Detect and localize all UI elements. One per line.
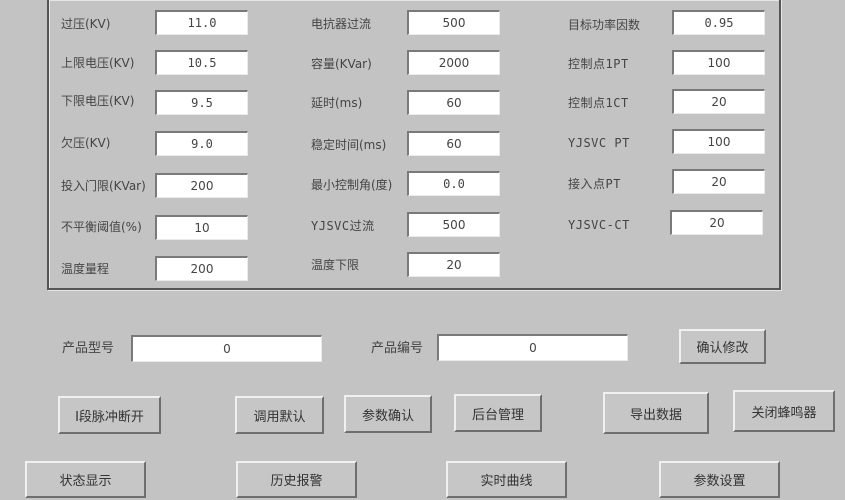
label-min-control-angle: 最小控制角(度) [311, 178, 393, 192]
input-upper-voltage[interactable]: 10.5 [155, 50, 248, 75]
nav-realtime-curve[interactable]: 实时曲线 [446, 461, 567, 498]
input-unbalance-threshold[interactable]: 10 [155, 215, 248, 240]
backend-manage-button[interactable]: 后台管理 [454, 394, 542, 432]
export-data-button[interactable]: 导出数据 [603, 392, 709, 434]
input-access-point-pt[interactable]: 20 [672, 169, 765, 194]
input-delay[interactable]: 60 [407, 90, 500, 115]
close-buzzer-button[interactable]: 关闭蜂鸣器 [733, 390, 835, 432]
input-min-control-angle[interactable]: 0.0 [407, 171, 500, 196]
label-temperature-lower: 温度下限 [311, 258, 360, 272]
nav-history-alarm[interactable]: 历史报警 [236, 461, 357, 498]
input-capacity[interactable]: 2000 [407, 50, 500, 75]
label-lower-voltage: 下限电压(KV) [61, 94, 135, 108]
input-temperature-range[interactable]: 200 [155, 256, 248, 281]
nav-status-display[interactable]: 状态显示 [25, 461, 146, 498]
label-yjsvc-ct: YJSVC-CT [568, 218, 630, 232]
nav-param-settings[interactable]: 参数设置 [659, 461, 780, 498]
input-product-serial[interactable]: 0 [437, 334, 628, 361]
input-product-model[interactable]: 0 [131, 335, 322, 362]
input-temperature-lower[interactable]: 20 [407, 252, 500, 277]
input-yjsvc-overcurrent[interactable]: 500 [407, 212, 500, 237]
label-overvoltage: 过压(KV) [61, 17, 111, 31]
label-target-power-factor: 目标功率因数 [568, 18, 641, 32]
input-undervoltage[interactable]: 9.0 [155, 131, 248, 156]
label-upper-voltage: 上限电压(KV) [61, 56, 135, 70]
input-reactor-overcurrent[interactable]: 500 [407, 10, 500, 35]
label-control-point-1ct: 控制点1CT [568, 96, 629, 110]
label-yjsvc-pt: YJSVC PT [568, 136, 630, 150]
input-input-threshold[interactable]: 200 [155, 173, 248, 198]
load-default-button[interactable]: 调用默认 [235, 396, 324, 434]
label-temperature-range: 温度量程 [61, 262, 110, 276]
label-access-point-pt: 接入点PT [568, 177, 621, 191]
input-yjsvc-ct[interactable]: 20 [670, 210, 763, 235]
label-control-point-1pt: 控制点1PT [568, 57, 629, 71]
input-settle-time[interactable]: 60 [407, 131, 500, 156]
label-product-serial: 产品编号 [371, 341, 424, 356]
label-input-threshold: 投入门限(KVar) [61, 179, 146, 193]
label-reactor-overcurrent: 电抗器过流 [311, 17, 372, 31]
input-control-point-1pt[interactable]: 100 [672, 50, 765, 75]
input-lower-voltage[interactable]: 9.5 [155, 90, 248, 115]
param-confirm-button[interactable]: 参数确认 [344, 395, 432, 433]
parameters-group [47, 0, 781, 290]
confirm-modify-button[interactable]: 确认修改 [679, 329, 766, 364]
label-capacity: 容量(KVar) [311, 57, 372, 71]
label-delay: 延时(ms) [311, 96, 363, 110]
input-overvoltage[interactable]: 11.0 [155, 10, 248, 35]
label-unbalance-threshold: 不平衡阈值(%) [61, 220, 142, 234]
label-settle-time: 稳定时间(ms) [311, 138, 387, 152]
label-undervoltage: 欠压(KV) [61, 136, 111, 150]
pulse-off-button[interactable]: I段脉冲断开 [58, 396, 161, 434]
label-yjsvc-overcurrent: YJSVC过流 [311, 219, 375, 233]
input-yjsvc-pt[interactable]: 100 [672, 129, 765, 154]
input-target-power-factor[interactable]: 0.95 [672, 10, 765, 35]
label-product-model: 产品型号 [62, 341, 115, 356]
input-control-point-1ct[interactable]: 20 [672, 89, 765, 114]
